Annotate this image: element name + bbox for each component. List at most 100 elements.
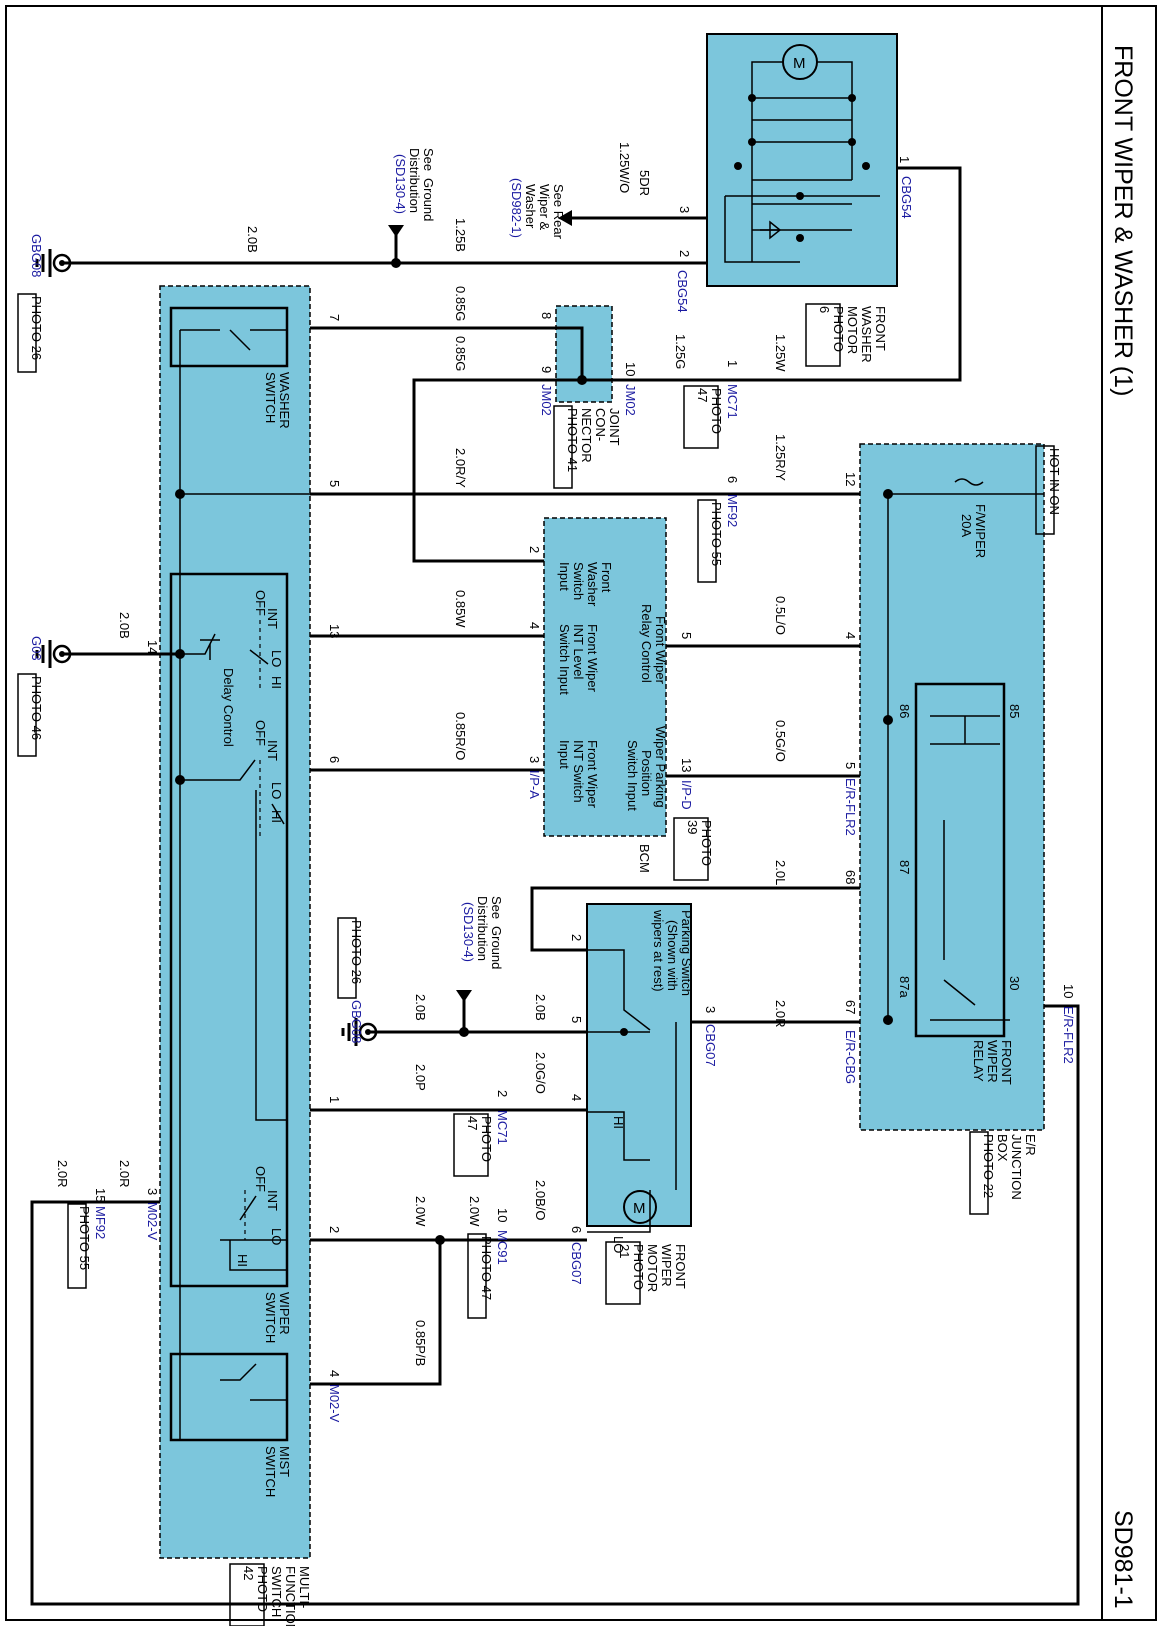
- svg-text:CBG54: CBG54: [899, 176, 914, 219]
- svg-text:1.25R/Y: 1.25R/Y: [773, 434, 788, 481]
- ground-ref-arrow-top: [388, 225, 404, 237]
- svg-text:JOINT: JOINT: [607, 408, 622, 446]
- multi-function-switch: [159, 285, 311, 1559]
- svg-text:wipers at rest): wipers at rest): [651, 909, 666, 992]
- svg-text:Front Wiper: Front Wiper: [585, 740, 600, 809]
- svg-text:4: 4: [527, 622, 542, 629]
- svg-text:RELAY: RELAY: [971, 1040, 986, 1082]
- svg-text:PHOTO: PHOTO: [831, 306, 846, 352]
- svg-text:6: 6: [817, 306, 832, 313]
- page-title: FRONT WIPER & WASHER (1): [1109, 45, 1137, 396]
- joint-node: [577, 375, 587, 385]
- svg-text:M02-V: M02-V: [327, 1384, 342, 1423]
- svg-text:PHOTO: PHOTO: [709, 388, 724, 434]
- svg-text:2.0B: 2.0B: [533, 994, 548, 1021]
- svg-text:10: 10: [495, 1208, 510, 1222]
- svg-text:20A: 20A: [959, 514, 974, 537]
- svg-text:0.5G/O: 0.5G/O: [773, 720, 788, 762]
- svg-text:CBG07: CBG07: [569, 1242, 584, 1285]
- svg-text:Front Wiper: Front Wiper: [653, 616, 668, 685]
- svg-text:MIST: MIST: [277, 1446, 292, 1477]
- front-wiper-relay: [914, 682, 1006, 1038]
- svg-text:21: 21: [617, 1244, 632, 1258]
- svg-text:2.0B: 2.0B: [245, 226, 260, 253]
- svg-text:GBG08: GBG08: [29, 234, 44, 277]
- svg-text:2: 2: [569, 934, 584, 941]
- svg-text:See: See: [421, 148, 436, 171]
- svg-text:INT: INT: [265, 1190, 280, 1211]
- svg-text:WIPER: WIPER: [659, 1244, 674, 1287]
- svg-text:1: 1: [725, 360, 740, 367]
- wires: [30, 166, 1080, 1606]
- svg-text:4: 4: [843, 632, 858, 639]
- svg-text:6: 6: [327, 756, 342, 763]
- svg-text:3: 3: [527, 756, 542, 763]
- svg-text:PHOTO: PHOTO: [631, 1244, 646, 1290]
- svg-text:OFF: OFF: [253, 720, 268, 746]
- svg-text:5: 5: [843, 762, 858, 769]
- svg-text:LO: LO: [269, 1228, 284, 1245]
- svg-text:INT Switch: INT Switch: [571, 740, 586, 803]
- svg-text:(SD982-1): (SD982-1): [509, 178, 524, 238]
- svg-text:2: 2: [677, 250, 692, 257]
- svg-text:G03: G03: [29, 636, 44, 661]
- washer-switch: [169, 306, 289, 368]
- page-code: SD981-1: [1109, 1510, 1137, 1609]
- svg-text:2.0B: 2.0B: [413, 994, 428, 1021]
- svg-text:E/R-FLR2: E/R-FLR2: [843, 778, 858, 836]
- svg-text:CON-: CON-: [593, 408, 608, 441]
- svg-text:LO: LO: [269, 650, 284, 667]
- svg-text:2.0G/O: 2.0G/O: [533, 1052, 548, 1094]
- svg-text:INT: INT: [265, 608, 280, 629]
- svg-text:INT Level: INT Level: [571, 624, 586, 680]
- svg-text:Washer: Washer: [523, 184, 538, 229]
- svg-text:See Rear: See Rear: [551, 184, 566, 240]
- svg-text:M: M: [793, 55, 806, 72]
- svg-text:87: 87: [897, 860, 912, 874]
- svg-text:13: 13: [327, 624, 342, 638]
- svg-text:30: 30: [1007, 976, 1022, 990]
- svg-text:1.25W: 1.25W: [773, 334, 788, 372]
- svg-text:39: 39: [685, 820, 700, 834]
- svg-text:(SD130-4): (SD130-4): [393, 154, 408, 214]
- svg-text:MOTOR: MOTOR: [645, 1244, 660, 1292]
- svg-text:86: 86: [897, 704, 912, 718]
- fuse-symbol: [954, 478, 984, 486]
- svg-text:SWITCH: SWITCH: [269, 1566, 284, 1617]
- svg-text:FRONT: FRONT: [873, 306, 888, 351]
- multifunction-internals: [175, 329, 310, 1440]
- svg-text:HI: HI: [269, 676, 284, 689]
- svg-text:10: 10: [623, 362, 638, 376]
- svg-text:1.25B: 1.25B: [453, 218, 468, 252]
- svg-text:E/R-FLR2: E/R-FLR2: [1061, 1006, 1076, 1064]
- svg-text:0.85G: 0.85G: [453, 286, 468, 321]
- svg-text:Front: Front: [599, 562, 614, 593]
- svg-text:CBG07: CBG07: [703, 1024, 718, 1067]
- labels: FRONT WASHER MOTOR PHOTO 6 CBG54 CBG54 1…: [29, 142, 1076, 1626]
- svg-text:(Shown with: (Shown with: [665, 920, 680, 991]
- svg-text:I/P-A: I/P-A: [527, 770, 542, 799]
- svg-text:NECTOR: NECTOR: [579, 408, 594, 463]
- svg-text:47: 47: [695, 388, 710, 402]
- svg-text:1.25W/O: 1.25W/O: [617, 142, 632, 193]
- svg-text:4: 4: [569, 1094, 584, 1101]
- svg-text:2.0R/Y: 2.0R/Y: [453, 448, 468, 488]
- svg-text:Switch Input: Switch Input: [557, 624, 572, 695]
- svg-text:SWITCH: SWITCH: [263, 1292, 278, 1343]
- svg-text:6: 6: [725, 476, 740, 483]
- svg-text:Wiper Parking: Wiper Parking: [653, 726, 668, 808]
- svg-text:Ground: Ground: [421, 178, 436, 221]
- svg-text:BOX: BOX: [995, 1134, 1010, 1162]
- svg-text:JM02: JM02: [623, 384, 638, 416]
- svg-text:Front Wiper: Front Wiper: [585, 624, 600, 693]
- svg-text:7: 7: [327, 314, 342, 321]
- svg-text:Parking Switch: Parking Switch: [679, 910, 694, 996]
- svg-text:JM02: JM02: [539, 384, 554, 416]
- svg-text:67: 67: [843, 1000, 858, 1014]
- svg-text:8: 8: [539, 312, 554, 319]
- svg-text:5: 5: [679, 632, 694, 639]
- ground-ref-arrow-lower: [456, 990, 472, 1002]
- svg-text:M: M: [633, 1200, 646, 1217]
- svg-text:CBG54: CBG54: [675, 270, 690, 313]
- svg-text:1: 1: [897, 156, 912, 163]
